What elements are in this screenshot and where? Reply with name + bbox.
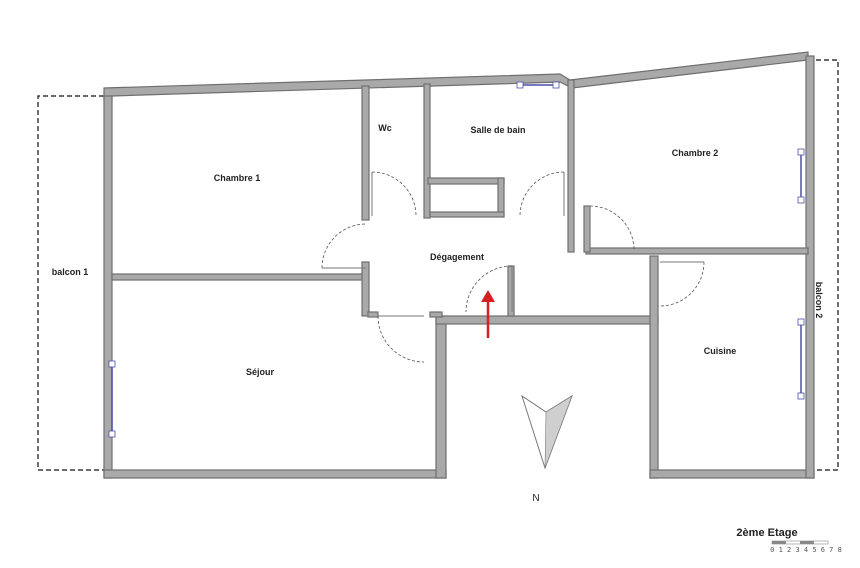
room-label-sejour: Séjour <box>246 367 275 377</box>
room-label-salle-de-bain: Salle de bain <box>470 125 525 135</box>
north-arrow-icon <box>521 394 573 470</box>
room-label-degagement: Dégagement <box>430 252 484 262</box>
scale-bar-label: 0 1 2 3 4 5 6 7 8 <box>770 546 842 554</box>
balcony-left-outline <box>37 95 104 471</box>
compass-north-label: N <box>532 493 539 504</box>
room-label-chambre1: Chambre 1 <box>214 173 261 183</box>
room-label-wc: Wc <box>378 123 392 133</box>
floor-label: 2ème Etage <box>736 527 797 539</box>
room-label-chambre2: Chambre 2 <box>672 148 719 158</box>
balcony-label-left: balcon 1 <box>52 267 89 277</box>
walls <box>103 51 815 479</box>
scale-bar <box>771 540 829 545</box>
balcony-right-outline <box>808 59 839 471</box>
entrance-arrow-icon <box>481 290 495 338</box>
balcony-label-right: balcon 2 <box>814 282 824 319</box>
doors <box>321 171 705 363</box>
room-label-cuisine: Cuisine <box>704 346 737 356</box>
windows <box>108 81 805 438</box>
